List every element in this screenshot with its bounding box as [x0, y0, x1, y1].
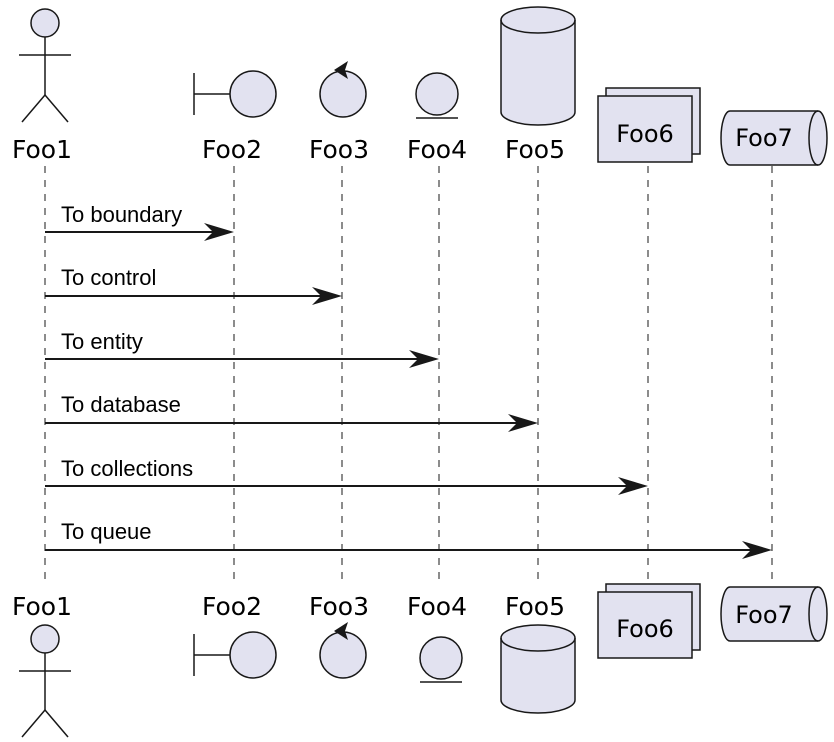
database-icon — [500, 624, 576, 714]
participant-name: Foo6 — [616, 120, 674, 148]
entity-foo4-bottom: Foo4 — [407, 592, 467, 683]
actor-foo1-top: Foo1 — [12, 8, 72, 164]
message-to-queue: To queue — [45, 519, 772, 559]
participant-name: Foo3 — [309, 592, 369, 621]
arrowhead — [204, 223, 234, 241]
message-to-database: To database — [45, 392, 538, 432]
control-icon — [319, 61, 367, 118]
participant-name: Foo3 — [309, 135, 369, 164]
message-to-entity: To entity — [45, 329, 439, 368]
collections-foo6-bottom: Foo6 — [597, 583, 701, 659]
database-foo5-top: Foo5 — [500, 6, 576, 164]
arrowhead — [508, 414, 538, 432]
database-foo5-bottom: Foo5 — [500, 592, 576, 714]
message-label: To collections — [61, 456, 193, 481]
arrowhead — [742, 541, 772, 559]
lifelines — [44, 166, 773, 586]
collections-front-box — [597, 591, 693, 659]
boundary-icon — [193, 631, 277, 679]
collections-foo6-top: Foo6 — [597, 87, 701, 163]
message-to-boundary: To boundary — [45, 202, 234, 241]
database-icon — [500, 6, 576, 126]
message-label: To database — [61, 392, 181, 417]
message-to-control: To control — [45, 265, 342, 305]
participant-name: Foo1 — [12, 135, 72, 164]
actor-icon — [19, 8, 71, 123]
participant-name: Foo5 — [505, 592, 565, 621]
actor-foo1-bottom: Foo1 — [12, 592, 72, 738]
participant-name: Foo7 — [735, 124, 793, 152]
participant-name: Foo2 — [202, 592, 262, 621]
arrowhead — [409, 350, 439, 368]
control-foo3-top: Foo3 — [309, 61, 369, 164]
participant-name: Foo2 — [202, 135, 262, 164]
message-label: To boundary — [61, 202, 182, 227]
queue-foo7-bottom: Foo7 — [720, 586, 828, 642]
message-label: To queue — [61, 519, 152, 544]
boundary-foo2-bottom: Foo2 — [193, 592, 277, 679]
entity-icon — [419, 636, 463, 683]
control-foo3-bottom: Foo3 — [309, 592, 369, 679]
participant-name: Foo4 — [407, 592, 467, 621]
participant-name: Foo7 — [735, 601, 793, 629]
participant-name: Foo6 — [616, 615, 674, 643]
entity-icon — [415, 72, 459, 119]
message-label: To control — [61, 265, 156, 290]
collections-front-box — [597, 95, 693, 163]
actor-icon — [19, 624, 71, 738]
control-icon — [319, 622, 367, 679]
participant-name: Foo5 — [505, 135, 565, 164]
message-label: To entity — [61, 329, 143, 354]
arrowhead — [618, 477, 648, 495]
boundary-icon — [193, 70, 277, 118]
message-to-collections: To collections — [45, 456, 648, 495]
arrowhead — [312, 287, 342, 305]
entity-foo4-top: Foo4 — [407, 72, 467, 164]
boundary-foo2-top: Foo2 — [193, 70, 277, 164]
participant-name: Foo1 — [12, 592, 72, 621]
messages: To boundary To control To entity To data… — [45, 202, 772, 559]
participant-name: Foo4 — [407, 135, 467, 164]
queue-foo7-top: Foo7 — [720, 110, 828, 166]
